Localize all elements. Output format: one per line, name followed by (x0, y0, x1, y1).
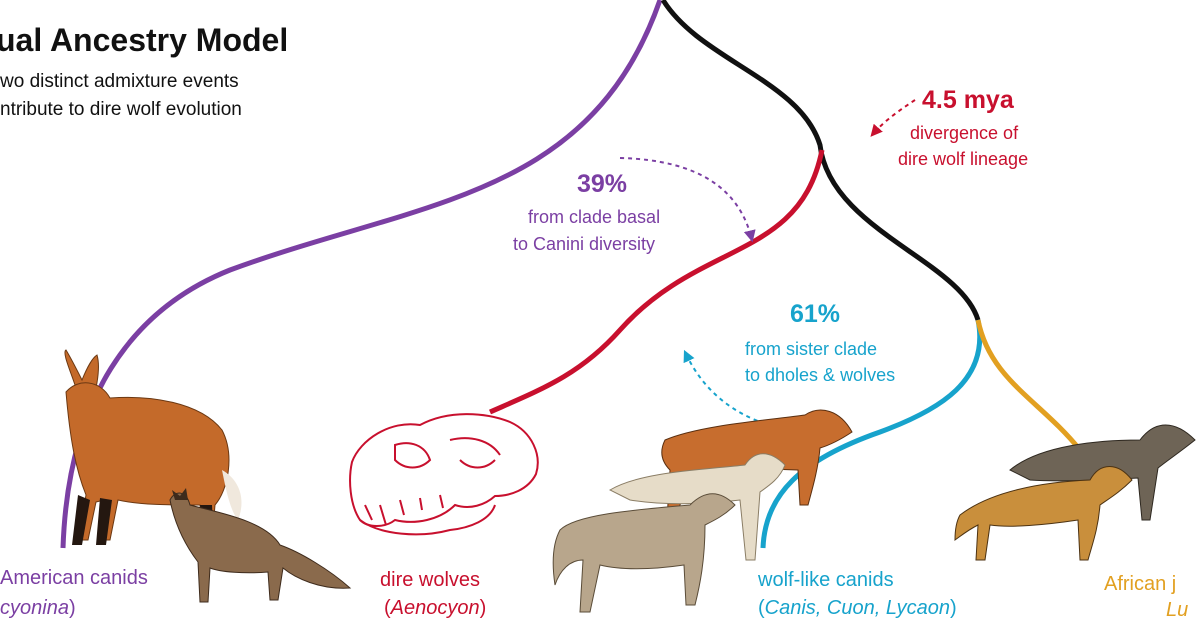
divergence-value: 4.5 mya (922, 86, 1014, 114)
red-branch (488, 149, 825, 415)
african-jackals-genus-name: Lu (1166, 599, 1189, 621)
subtitle-line-1: wo distinct admixture events (0, 71, 239, 92)
basal-line-2: to Canini diversity (513, 234, 656, 254)
sister-percent: 61% (790, 300, 841, 328)
divergence-arrow (870, 99, 916, 137)
dire-wolves-name: dire wolves (380, 569, 481, 591)
jackal-illustration (954, 424, 1196, 561)
african-jackals-name: African j (1104, 573, 1177, 595)
sister-line-1: from sister clade (745, 339, 878, 359)
basal-percent: 39% (577, 170, 628, 198)
wolf-like-canids-label: wolf-like canids (758, 570, 894, 590)
subtitle-line-2: ntribute to dire wolf evolution (0, 99, 242, 120)
orange-branch (975, 319, 1082, 452)
sister-admixture-arrow (683, 349, 789, 431)
african-jackals-genus: Lu (1166, 600, 1188, 620)
divergence-line-1: divergence of (910, 123, 1019, 143)
coyote-illustration (552, 493, 736, 613)
dire-wolves-genus-open: ( (384, 597, 391, 619)
fox-illustration (169, 488, 352, 603)
dire-wolves-label: dire wolves (380, 570, 480, 590)
dire-wolves-genus-close: ) (479, 597, 487, 619)
dire-wolves-genus-name: Aenocyon (390, 597, 480, 619)
african-jackals-label: African j (1104, 574, 1176, 594)
dire-wolves-genus: (Aenocyon) (384, 598, 486, 618)
american-canids-label: American canids (0, 568, 148, 588)
black-trunk (660, 0, 981, 321)
wolf-like-canids-genus-name: Canis, Cuon, Lycaon (764, 597, 950, 619)
blue-branch (760, 319, 983, 549)
wolf-like-canids-genus-close: ) (949, 597, 957, 619)
sister-line-2: to dholes & wolves (745, 365, 896, 385)
wolf-like-canids-genus: (Canis, Cuon, Lycaon) (758, 598, 957, 618)
american-canids-genus-close: ) (68, 597, 76, 619)
wolf-like-canids-genus-open: ( (758, 597, 765, 619)
basal-line-1: from clade basal (528, 207, 661, 227)
page-title: ual Ancestry Model (0, 22, 289, 58)
american-canids-name: American canids (0, 567, 148, 589)
basal-admixture-arrow (619, 157, 756, 243)
dire-wolf-skull-illustration (349, 413, 539, 536)
american-canids-genus-name: cyonina (0, 597, 69, 619)
american-canids-genus: cyonina) (0, 598, 76, 618)
divergence-line-2: dire wolf lineage (898, 149, 1029, 169)
wolf-like-canids-name: wolf-like canids (758, 569, 894, 591)
